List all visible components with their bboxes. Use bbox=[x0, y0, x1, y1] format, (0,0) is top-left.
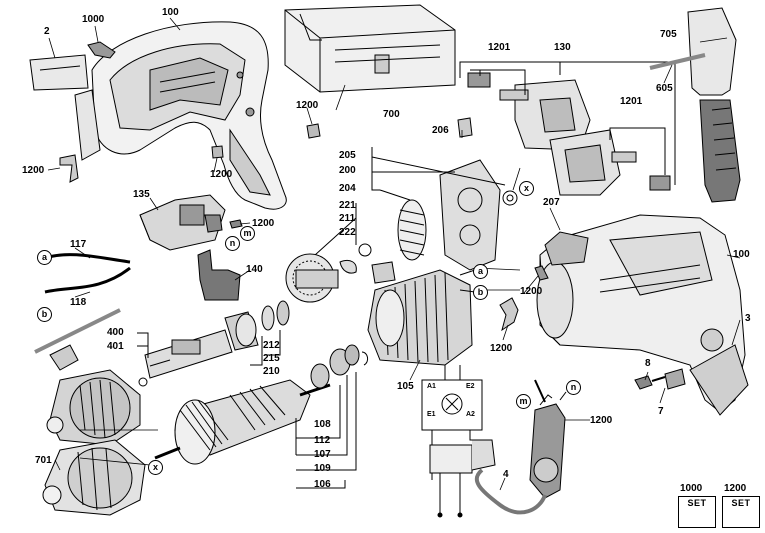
spindle-400 bbox=[144, 329, 233, 379]
label-plate-2 bbox=[29, 54, 89, 91]
wire-label-a2: A2 bbox=[466, 411, 475, 418]
set-number-1000: 1000 bbox=[680, 483, 703, 494]
label-401: 401 bbox=[107, 341, 124, 352]
label-100-right: 100 bbox=[733, 249, 750, 260]
marker-a-right: a bbox=[473, 264, 488, 279]
label-221: 221 bbox=[339, 200, 356, 211]
label-400: 400 bbox=[107, 327, 124, 338]
fan-204 bbox=[397, 199, 427, 261]
wire-label-a1: A1 bbox=[427, 383, 436, 390]
set-box-1200: SET bbox=[722, 496, 760, 528]
bracket-205 bbox=[371, 147, 380, 191]
label-130: 130 bbox=[554, 42, 571, 53]
clip-1200-left bbox=[59, 154, 79, 183]
label-200: 200 bbox=[339, 165, 356, 176]
label-211: 211 bbox=[339, 213, 356, 224]
label-107: 107 bbox=[314, 449, 331, 460]
set-title-1000: SET bbox=[687, 498, 707, 508]
label-100-left: 100 bbox=[162, 7, 179, 18]
chuck-key bbox=[34, 308, 121, 371]
label-212: 212 bbox=[263, 340, 280, 351]
set-number-1200: 1200 bbox=[724, 483, 747, 494]
label-701: 701 bbox=[35, 455, 52, 466]
lead-117 bbox=[44, 253, 131, 264]
label-605: 605 bbox=[656, 83, 673, 94]
label-106: 106 bbox=[314, 479, 331, 490]
side-handle-705 bbox=[649, 7, 741, 203]
pin-1200-a bbox=[306, 123, 321, 139]
label-4: 4 bbox=[503, 469, 509, 480]
marker-a-left: a bbox=[37, 250, 52, 265]
carry-case-700 bbox=[284, 4, 456, 93]
label-206: 206 bbox=[432, 125, 449, 136]
set-box-1000: SET bbox=[678, 496, 716, 528]
label-117: 117 bbox=[70, 239, 87, 250]
label-1201-left: 1201 bbox=[488, 42, 511, 53]
label-109: 109 bbox=[314, 463, 331, 474]
label-207: 207 bbox=[543, 197, 560, 208]
chuck-upper bbox=[46, 369, 141, 446]
label-205: 205 bbox=[339, 150, 356, 161]
label-204: 204 bbox=[339, 183, 356, 194]
marker-m-top: m bbox=[240, 226, 255, 241]
wire-label-e2: E2 bbox=[466, 383, 475, 390]
brush-holder-assembly-130 bbox=[467, 72, 671, 196]
label-700: 700 bbox=[383, 109, 400, 120]
marker-m-cord: m bbox=[516, 394, 531, 409]
brush-cap-207 bbox=[544, 231, 589, 266]
label-705: 705 bbox=[660, 29, 677, 40]
set-title-1200: SET bbox=[731, 498, 751, 508]
housing-left-part bbox=[74, 21, 287, 210]
marker-x-armature: x bbox=[148, 460, 163, 475]
label-210: 210 bbox=[263, 366, 280, 377]
bracket-400 bbox=[137, 332, 149, 358]
label-108: 108 bbox=[314, 419, 331, 430]
label-112: 112 bbox=[314, 435, 331, 446]
label-215: 215 bbox=[263, 353, 280, 364]
pin-1200-b bbox=[211, 145, 224, 159]
label-1200-mid: 1200 bbox=[490, 343, 513, 354]
marker-n-top: n bbox=[225, 236, 240, 251]
power-cord-1200 bbox=[474, 379, 567, 515]
marker-x-top: x bbox=[519, 181, 534, 196]
label-105: 105 bbox=[397, 381, 414, 392]
gear-housing-200 bbox=[439, 117, 518, 271]
label-7: 7 bbox=[658, 406, 664, 417]
label-1000: 1000 bbox=[82, 14, 105, 25]
label-1200-cord: 1200 bbox=[590, 415, 613, 426]
housing-right-100 bbox=[536, 214, 749, 416]
label-8: 8 bbox=[645, 358, 651, 369]
label-1201-right: 1201 bbox=[620, 96, 643, 107]
label-222: 222 bbox=[339, 227, 356, 238]
label-1200-switch: 1200 bbox=[252, 218, 275, 229]
marker-b-left: b bbox=[37, 307, 52, 322]
lead-118 bbox=[44, 266, 131, 294]
label-118: 118 bbox=[70, 297, 87, 308]
marker-n-cord: n bbox=[566, 380, 581, 395]
armature-107 bbox=[154, 379, 331, 465]
label-135: 135 bbox=[133, 189, 150, 200]
field-105 bbox=[367, 269, 473, 366]
bearing-108 bbox=[310, 363, 330, 389]
label-1200-right: 1200 bbox=[520, 286, 543, 297]
bearing-210 bbox=[224, 311, 259, 351]
label-1200-pin: 1200 bbox=[296, 100, 319, 111]
label-2: 2 bbox=[44, 26, 50, 37]
marker-b-right: b bbox=[473, 285, 488, 300]
clip-1200-mid bbox=[499, 297, 519, 332]
label-140: 140 bbox=[246, 264, 263, 275]
bracket-lines-130 bbox=[459, 61, 676, 185]
wiring-schematic bbox=[421, 365, 496, 518]
switch-135 bbox=[139, 194, 226, 251]
label-1200-clip: 1200 bbox=[22, 165, 45, 176]
label-1200-pin2: 1200 bbox=[210, 169, 233, 180]
screw-1000 bbox=[87, 41, 116, 59]
gear-211 bbox=[285, 253, 339, 303]
wire-label-e1: E1 bbox=[427, 411, 436, 418]
cable-clamp-140 bbox=[197, 249, 241, 301]
chuck-701 bbox=[42, 439, 146, 516]
label-3: 3 bbox=[745, 313, 751, 324]
